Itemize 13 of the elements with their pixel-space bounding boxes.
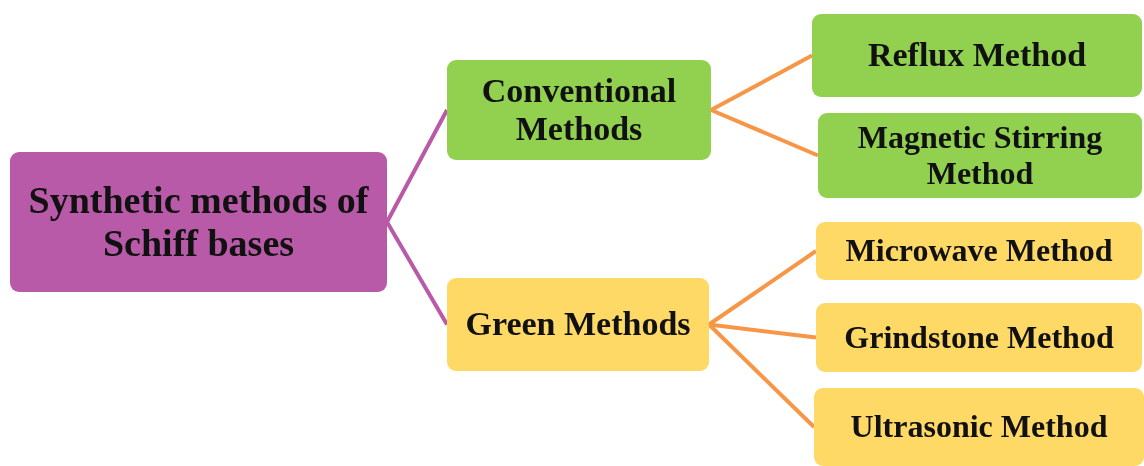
connector-line (385, 109, 449, 223)
connector-line (710, 108, 819, 158)
connector-line (707, 323, 816, 429)
method-box: Magnetic Stirring Method (818, 113, 1142, 198)
connector-line (710, 53, 813, 112)
method-box: Grindstone Method (816, 303, 1142, 372)
method-box: Microwave Method (816, 222, 1142, 280)
method-box: Synthetic methods of Schiff bases (10, 152, 387, 292)
method-box: Ultrasonic Method (814, 388, 1144, 466)
method-box: Reflux Method (812, 14, 1142, 97)
method-box: Conventional Methods (447, 60, 711, 160)
connector-line (385, 221, 449, 326)
method-box: Green Methods (447, 278, 709, 371)
